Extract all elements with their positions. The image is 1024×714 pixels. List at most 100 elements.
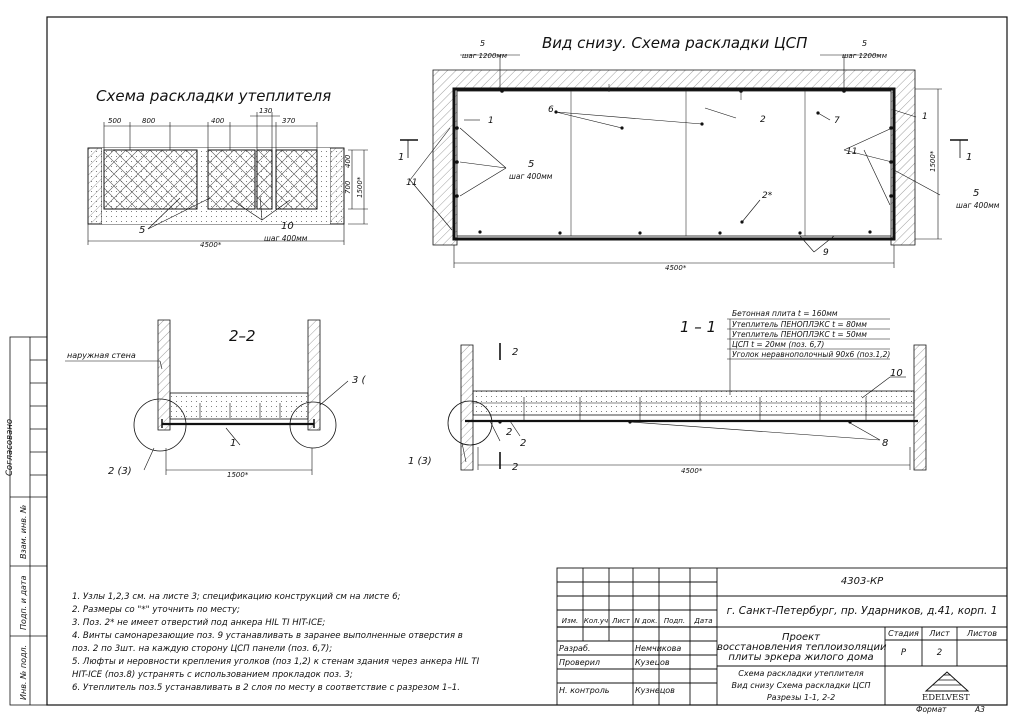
callout-5: 5 xyxy=(139,225,145,236)
stamp-sign-date: Подп. и дата xyxy=(19,575,28,630)
s11-layer-5: Уголок неравнополочный 90х6 (поз.1,2) xyxy=(732,350,890,359)
dim-400-r: 400 xyxy=(344,154,352,168)
tb-sheet-head: Лист xyxy=(929,629,950,638)
stamp-inv-orig: Инв. № подл. xyxy=(19,645,28,700)
s22-label-1: 1 xyxy=(230,438,236,449)
note-1: 1. Узлы 1,2,3 см. на листе 3; спецификац… xyxy=(72,592,401,602)
tb-project-3: плиты эркера жилого дома xyxy=(728,652,874,663)
insulation-title: Схема раскладки утеплителя xyxy=(96,87,331,105)
bottom-view-title: Вид снизу. Схема раскладки ЦСП xyxy=(542,34,807,52)
dim-400: 400 xyxy=(211,117,225,125)
bv-top-left-num: 5 xyxy=(480,39,485,48)
dim-800: 800 xyxy=(142,117,156,125)
tb-desc-2: Вид снизу Схема раскладки ЦСП xyxy=(731,681,871,690)
tb-head-izm: Изм. xyxy=(561,617,579,625)
callout-10: 10 xyxy=(281,221,294,232)
bv-callout-2star: 2* xyxy=(762,191,773,201)
bv-top-right-step: шаг 1200мм xyxy=(842,52,888,60)
dim-1500-r: 1500* xyxy=(356,176,364,198)
step-note: шаг 400мм xyxy=(264,234,308,243)
dim-500: 500 xyxy=(108,117,122,125)
tb-sheet-val: 2 xyxy=(936,648,943,658)
bv-callout-1-left: 1 xyxy=(488,116,494,126)
note-3: 3. Поз. 2* не имеет отверстий под анкера… xyxy=(72,618,326,628)
tb-code: 4303-КР xyxy=(840,576,884,587)
section22-title: 2–2 xyxy=(229,327,256,345)
s11-cut-bottom: 2 xyxy=(512,462,518,473)
bv-dim-1500: 1500* xyxy=(929,150,937,172)
bv-left-step: шаг 400мм xyxy=(509,172,553,181)
section11-title: 1 – 1 xyxy=(680,318,716,336)
dim-4500: 4500* xyxy=(200,241,222,249)
note-4: 4. Винты самонарезающие поз. 9 устанавли… xyxy=(72,631,463,641)
s22-dim: 1500* xyxy=(227,471,249,479)
section-22: наружная стена 3 ( 1 2 (3) 1500* xyxy=(65,319,367,479)
tb-project-2: восстановления теплоизоляции xyxy=(717,642,887,653)
cut-1-right: 1 xyxy=(966,152,972,163)
tb-name-2: Кузецов xyxy=(635,658,670,667)
tb-desc-3: Разрезы 1-1, 2-2 xyxy=(766,693,836,702)
tb-desc-1: Схема раскладки утеплителя xyxy=(738,669,864,678)
stamp-agreed: Согласовано xyxy=(5,419,15,476)
cut-1-left: 1 xyxy=(398,152,404,163)
format-label: Формат xyxy=(916,705,947,714)
note-5b: HIT-ICE (поз.8) устранять с использовани… xyxy=(72,670,353,680)
bv-callout-1-right: 1 xyxy=(922,112,928,122)
bv-callout-11-right: 11 xyxy=(846,147,857,157)
tb-sheets-head: Листов xyxy=(967,629,997,638)
note-6: 6. Утеплитель поз.5 устанавливать в 2 сл… xyxy=(72,683,460,693)
bv-left-num: 5 xyxy=(528,159,534,170)
tb-name-4: Кузнецов xyxy=(635,686,675,695)
s11-label-8: 8 xyxy=(882,438,888,449)
bv-callout-9: 9 xyxy=(823,248,829,258)
s11-cut-top: 2 xyxy=(512,347,518,358)
tb-role-2: Проверил xyxy=(559,658,601,667)
dim-370: 370 xyxy=(282,117,296,125)
tb-project-1: Проект xyxy=(781,632,820,643)
bottom-view: 5 шаг 1200мм 5 шаг 1200мм 1 6 2 7 1 11 1… xyxy=(398,39,1000,272)
s11-label-2b: 2 xyxy=(520,438,526,449)
bv-right-num: 5 xyxy=(973,188,979,199)
tb-address: г. Санкт-Петербург, пр. Ударников, д.41,… xyxy=(726,605,998,617)
title-block-grid xyxy=(556,567,1008,706)
s11-label-2a: 2 xyxy=(506,427,512,438)
bv-dim-4500: 4500* xyxy=(665,264,687,272)
tb-stage-head: Стадия xyxy=(888,629,919,638)
tb-role-4: Н. контроль xyxy=(559,686,610,695)
insulation-plan: 500 800 400 130 370 4500* 400 700 1500* … xyxy=(87,107,368,249)
note-5: 5. Люфты и неровности крепления уголков … xyxy=(72,657,480,667)
s11-node: 1 (3) xyxy=(408,456,432,467)
dim-700-r: 700 xyxy=(344,180,352,194)
logo-text: EDELVEST xyxy=(922,693,970,703)
bv-callout-2: 2 xyxy=(760,115,766,125)
bv-callout-6: 6 xyxy=(548,105,554,115)
dim-130: 130 xyxy=(259,107,273,115)
s11-dim: 4500* xyxy=(681,467,703,475)
stamp-replace-inv: Взам. инв. № xyxy=(19,505,28,559)
bv-callout-7: 7 xyxy=(834,116,840,126)
s11-layer-1: Бетонная плита t = 160мм xyxy=(732,309,838,318)
note-4b: поз. 2 по 3шт. на каждую сторону ЦСП пан… xyxy=(72,644,333,654)
bv-callout-11-left: 11 xyxy=(406,178,417,188)
section-11: Бетонная плита t = 160мм Утеплитель ПЕНО… xyxy=(408,309,927,475)
s22-node: 2 (3) xyxy=(108,466,132,477)
s22-outer-wall: наружная стена xyxy=(67,351,136,360)
tb-role-1: Разраб. xyxy=(559,644,591,653)
tb-head-podp: Подп. xyxy=(663,617,686,625)
s11-layer-4: ЦСП t = 20мм (поз. 6,7) xyxy=(732,340,824,349)
tb-head-date: Дата xyxy=(694,617,713,625)
tb-head-kol: Кол.уч xyxy=(583,617,609,625)
side-stamp xyxy=(9,336,48,706)
company-logo: EDELVEST xyxy=(922,671,970,703)
format-value: А3 xyxy=(974,705,985,714)
bv-right-step: шаг 400мм xyxy=(956,201,1000,210)
bv-top-right-num: 5 xyxy=(862,39,867,48)
s11-label-10: 10 xyxy=(890,368,903,379)
tb-head-ndok: N док. xyxy=(634,617,658,625)
s11-layer-3: Утеплитель ПЕНОПЛЭКС t = 50мм xyxy=(732,330,867,339)
s11-layer-2: Утеплитель ПЕНОПЛЭКС t = 80мм xyxy=(732,320,867,329)
note-2: 2. Размеры со "*" уточнить по месту; xyxy=(72,605,240,615)
s22-label-3: 3 ( xyxy=(352,375,367,386)
tb-head-list: Лист xyxy=(612,617,630,625)
